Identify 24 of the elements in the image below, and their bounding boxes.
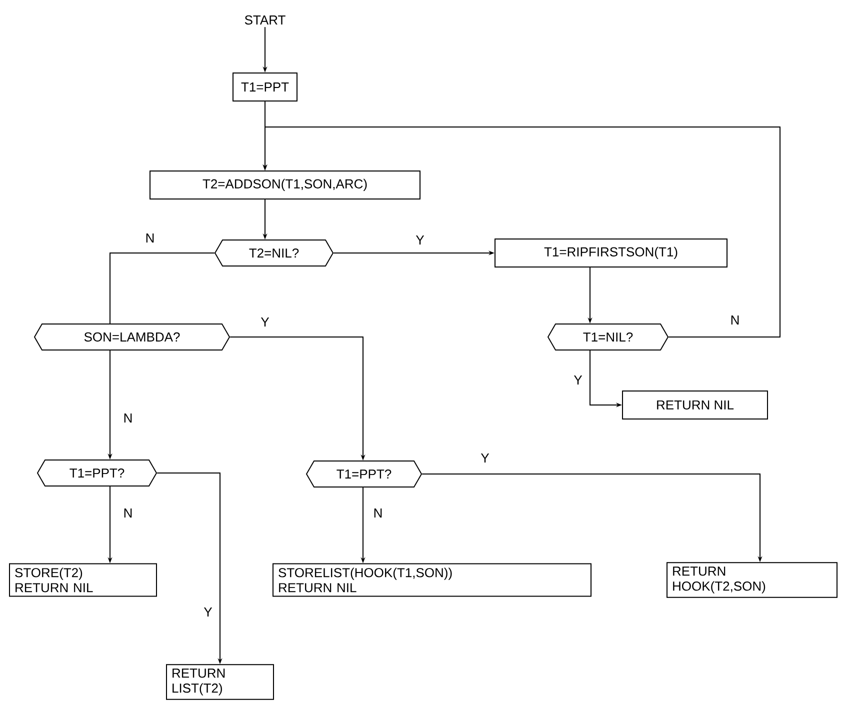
- decision-hexagon: T1=PPT?: [306, 460, 422, 488]
- decision-hexagon: T1=PPT?: [36, 460, 158, 486]
- edge-label: Y: [260, 316, 270, 328]
- edge-label: N: [122, 508, 134, 518]
- edge-label: Y: [572, 374, 584, 386]
- edge-label: N: [729, 314, 741, 326]
- process-box: T1=PPT: [232, 72, 298, 102]
- process-box: RETURN LIST(T2): [166, 664, 274, 700]
- process-box: STORE(T2) RETURN NIL: [9, 563, 157, 597]
- edge-label: N: [372, 508, 384, 518]
- decision-hexagon: T2=NIL?: [214, 240, 334, 266]
- decision-hexagon: T1=NIL?: [547, 324, 669, 350]
- process-box: STORELIST(HOOK(T1,SON)) RETURN NIL: [272, 563, 592, 597]
- process-box: T1=RIPFIRSTSON(T1): [494, 238, 728, 268]
- edge-label: N: [144, 232, 156, 244]
- process-box: RETURN NIL: [622, 390, 768, 420]
- edge-label: Y: [480, 452, 490, 464]
- process-box: T2=ADDSON(T1,SON,ARC): [150, 170, 420, 200]
- process-box: RETURN HOOK(T2,SON): [666, 562, 838, 598]
- edge-label: N: [122, 412, 134, 424]
- edge-label: Y: [202, 606, 214, 618]
- start-label: START: [244, 15, 286, 25]
- decision-hexagon: SON=LAMBDA?: [34, 324, 230, 350]
- edge-label: Y: [414, 234, 426, 246]
